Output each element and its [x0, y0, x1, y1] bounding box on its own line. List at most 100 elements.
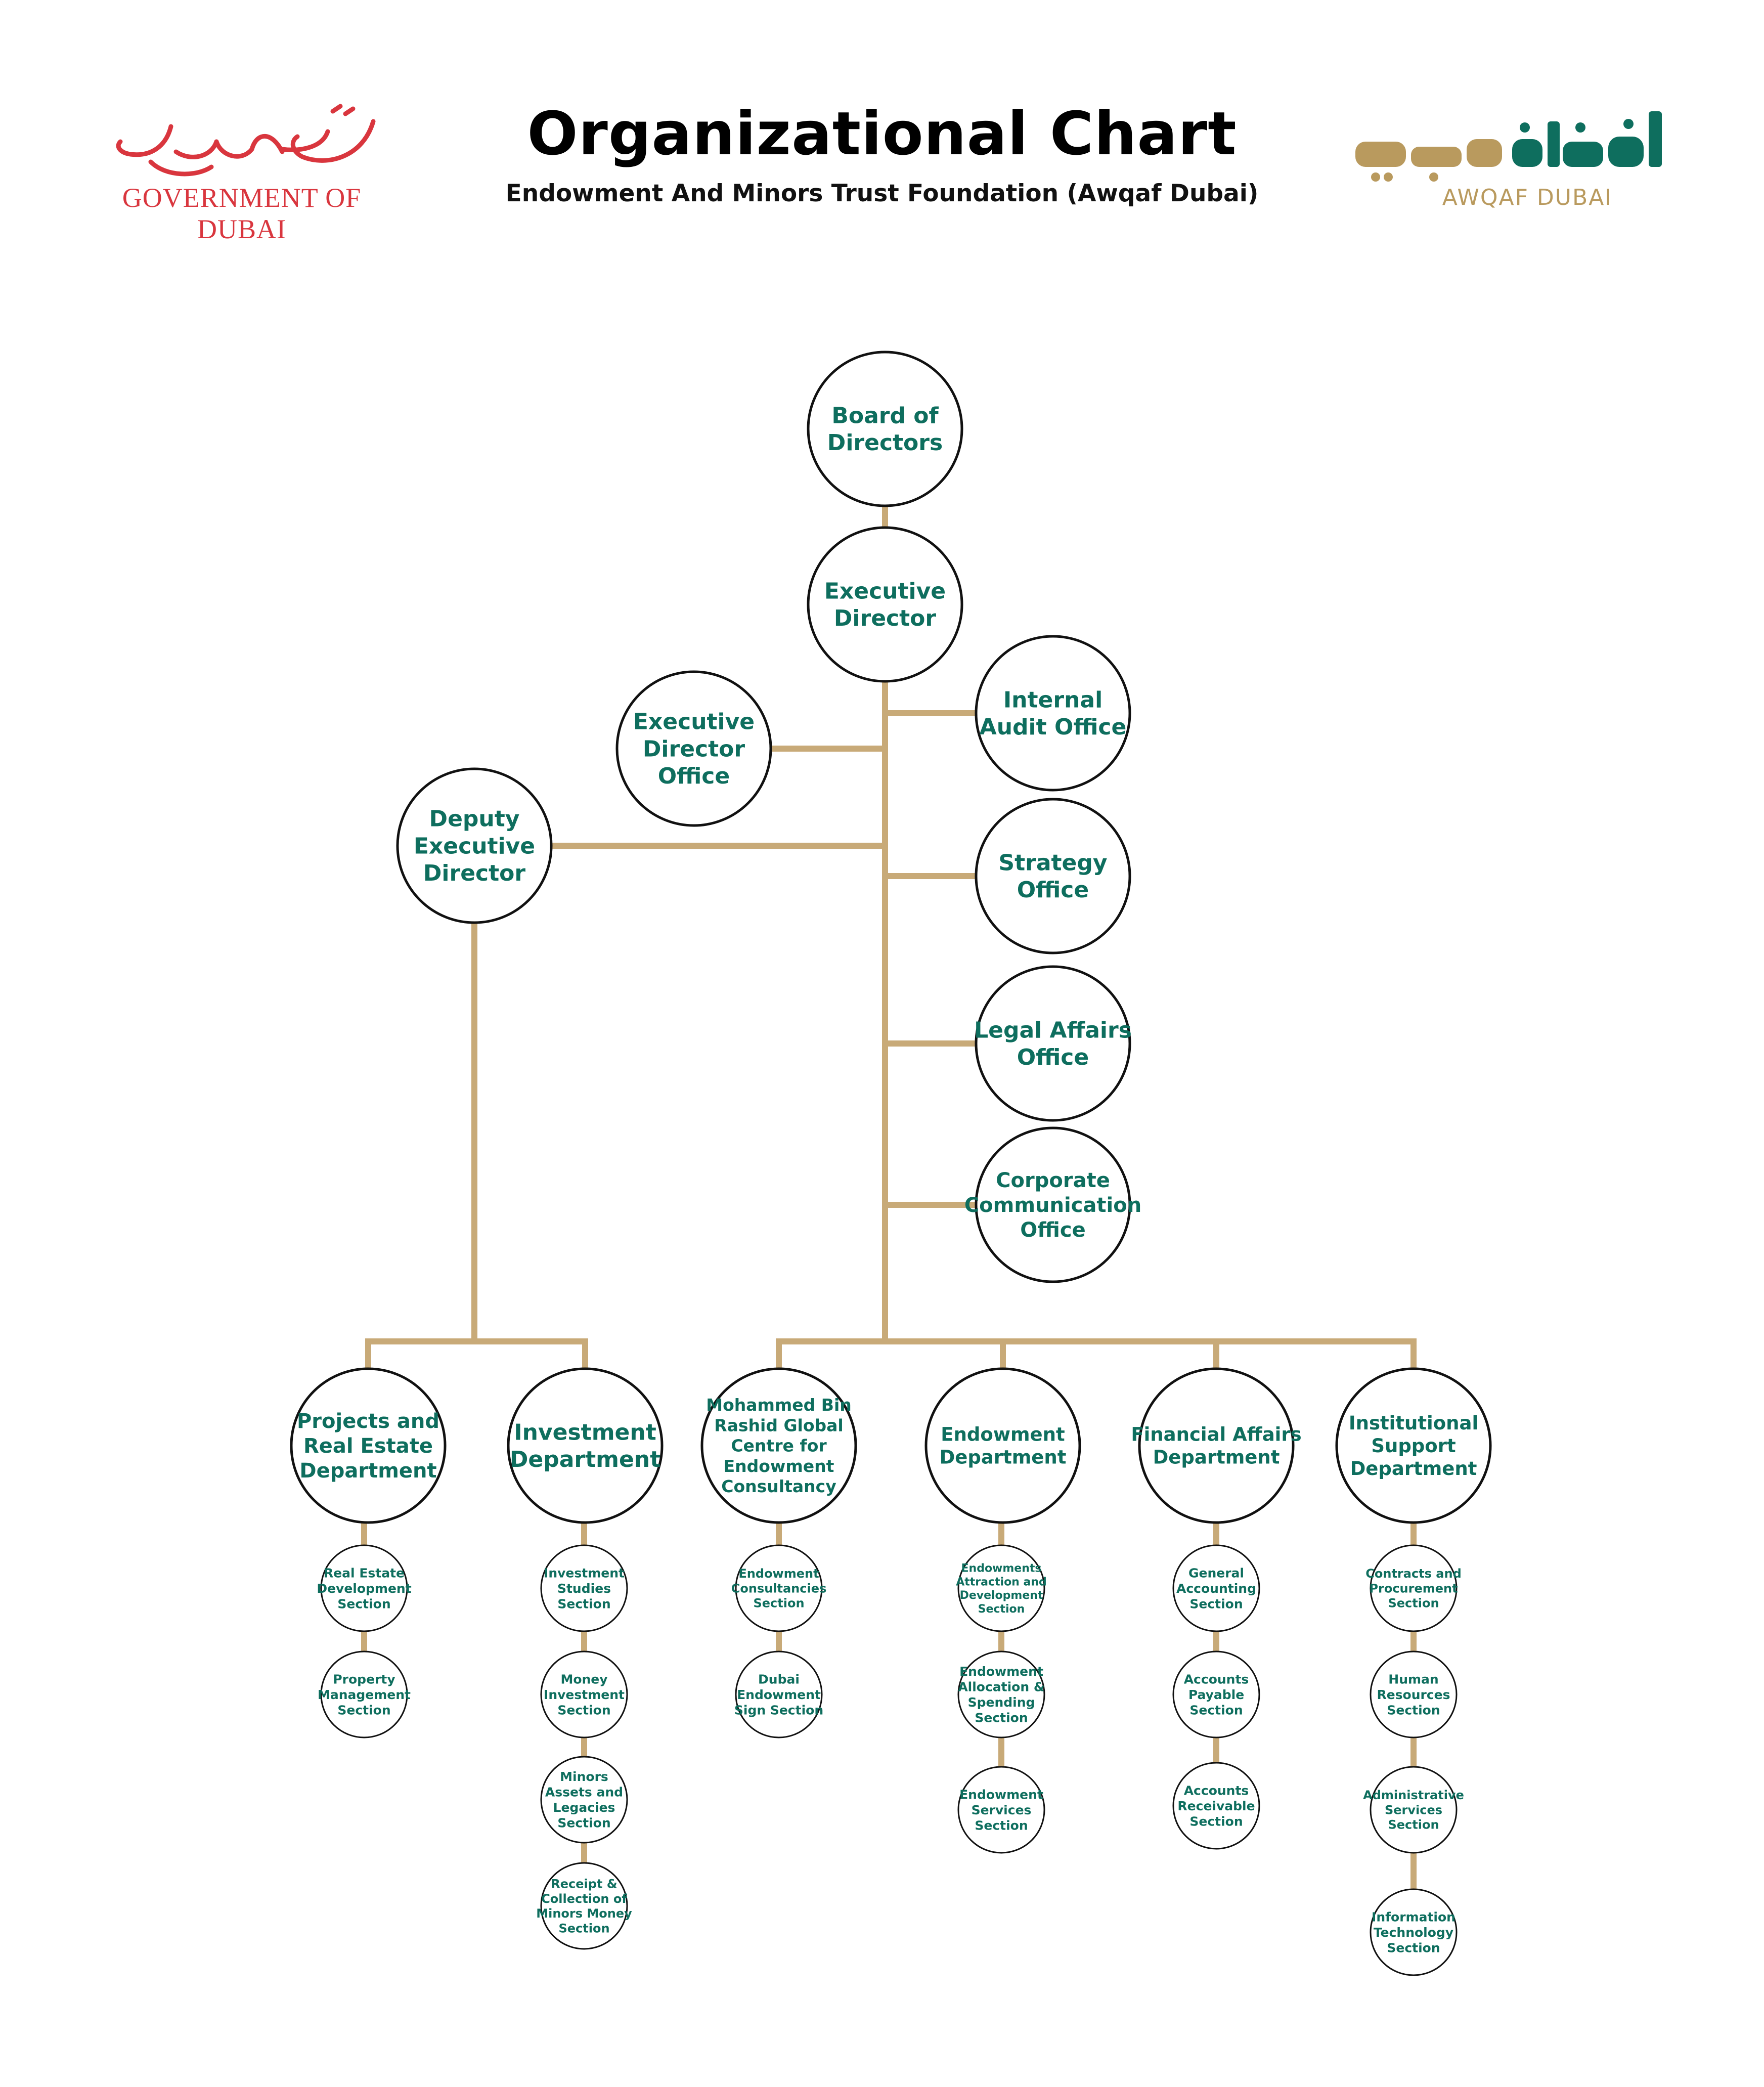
government-of-dubai-logo: GOVERNMENT OF DUBAI: [90, 101, 393, 244]
node-label-line: Department: [1350, 1458, 1477, 1480]
node-circle: [957, 1766, 1045, 1854]
node-label-line: Property: [333, 1672, 395, 1686]
node-label-line: Communication: [964, 1194, 1141, 1217]
node-label-line: Administrative: [1363, 1788, 1464, 1802]
node-circle: [320, 1544, 408, 1632]
node-label-line: Internal: [1003, 687, 1102, 713]
node-label-line: Board of: [831, 403, 939, 429]
node-circle: [700, 1367, 857, 1524]
awqaf-dubai-logo: AWQAF DUBAI: [1325, 101, 1679, 218]
node-circle: [1370, 1888, 1458, 1976]
node-circle: [1172, 1650, 1260, 1738]
awqaf-calligraphy-icon: [1355, 111, 1662, 182]
node-label-line: Payable: [1188, 1687, 1244, 1702]
node-label-line: Attraction and: [956, 1576, 1047, 1588]
node-label-line: Allocation &: [958, 1680, 1044, 1694]
node-label-line: Management: [318, 1687, 411, 1702]
node-circle: [540, 1862, 628, 1950]
node-circle: [1370, 1544, 1458, 1632]
node-label-line: Collection of: [541, 1892, 627, 1906]
node-label-line: Accounts: [1184, 1672, 1249, 1686]
node-label-line: Investment: [544, 1687, 625, 1702]
node-label-line: Director: [423, 860, 525, 886]
node-label-line: Section: [753, 1596, 804, 1611]
node-label-line: Endowment: [738, 1567, 819, 1581]
node-label-line: Information: [1372, 1909, 1456, 1924]
node-label-line: Receipt &: [551, 1877, 617, 1891]
node-label-line: Minors: [560, 1769, 608, 1784]
node-label-line: Section: [1189, 1703, 1243, 1717]
node-circle: [1370, 1766, 1458, 1854]
node-label-line: Endowment: [959, 1787, 1043, 1802]
node-label-line: Section: [557, 1596, 610, 1611]
node-label-line: Legacies: [553, 1800, 615, 1815]
node-label-line: Section: [1387, 1703, 1440, 1717]
node-label-line: Institutional: [1349, 1412, 1478, 1434]
node-circle: [540, 1650, 628, 1738]
node-label-line: Endowment: [959, 1664, 1043, 1679]
node-label-line: Section: [1388, 1818, 1439, 1832]
node-circle: [1172, 1762, 1260, 1850]
node-label-line: Endowment: [724, 1456, 834, 1476]
node-label-line: Director: [834, 605, 936, 631]
node-label-line: Office: [658, 763, 730, 789]
node-circle: [320, 1650, 408, 1738]
node-label-line: Department: [1153, 1447, 1280, 1468]
node-label-line: Rashid Global: [714, 1415, 844, 1435]
node-circle: [807, 526, 963, 683]
node-circle: [957, 1544, 1045, 1632]
node-label-line: Section: [557, 1816, 610, 1831]
node-label-line: Director: [643, 736, 745, 762]
node-label-line: Accounts: [1184, 1783, 1249, 1798]
node-label-line: Mohammed Bin: [706, 1395, 852, 1415]
node-circle: [540, 1544, 628, 1632]
node-circle: [615, 670, 772, 827]
node-circle: [975, 965, 1131, 1122]
node-label-line: Support: [1371, 1435, 1456, 1457]
node-label-line: Department: [510, 1447, 660, 1472]
node-label-line: Section: [1189, 1596, 1243, 1611]
node-label-line: Minors Money: [536, 1906, 632, 1921]
node-label-line: Strategy: [998, 850, 1107, 876]
node-label-line: Money: [560, 1672, 607, 1686]
node-label-line: Executive: [414, 833, 535, 859]
node-circle: [735, 1650, 823, 1738]
government-calligraphy-icon: [116, 104, 376, 177]
government-of-dubai-text: GOVERNMENT OF DUBAI: [122, 183, 362, 244]
node-label-line: Audit Office: [980, 714, 1127, 740]
node-label-line: Receivable: [1177, 1799, 1255, 1813]
node-label-line: Endowment: [941, 1423, 1065, 1445]
node-label-line: Office: [1017, 1045, 1089, 1070]
node-label-line: Sign Section: [734, 1703, 823, 1717]
node-label-line: Spending: [968, 1695, 1035, 1710]
